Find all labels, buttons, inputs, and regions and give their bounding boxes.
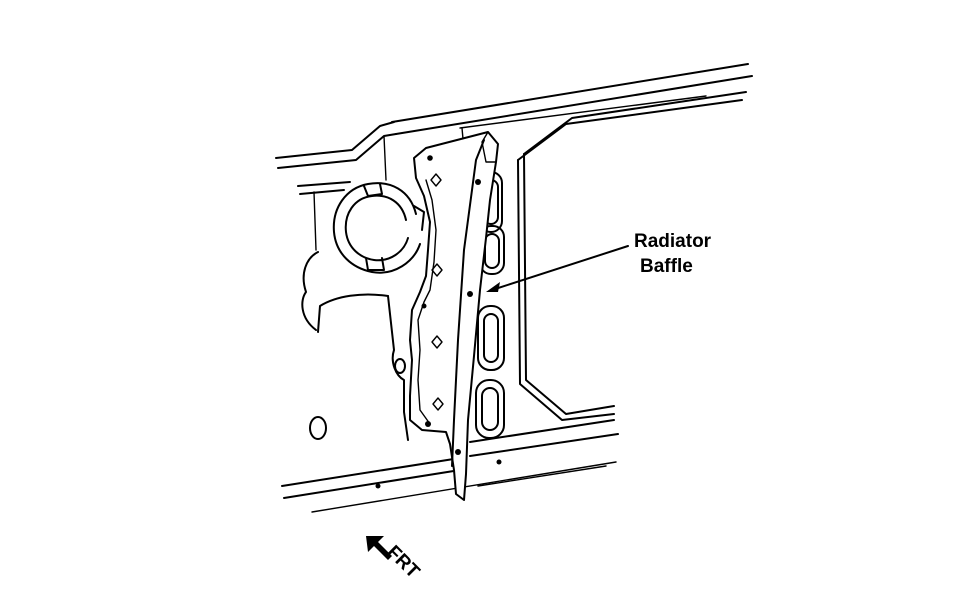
callout-arrowhead-icon xyxy=(486,282,500,292)
upper-support-rail xyxy=(275,63,753,181)
radiator-baffle-callout: Radiator Baffle xyxy=(486,231,712,292)
baffle-rivets xyxy=(421,155,481,455)
callout-leader-line xyxy=(491,245,629,291)
round-opening xyxy=(332,182,425,274)
front-direction-marker: FRT xyxy=(366,536,424,583)
callout-label-line2: Baffle xyxy=(640,256,693,277)
rivet-lower-left xyxy=(375,483,381,489)
front-arrow-icon xyxy=(366,536,392,560)
callout-label-line1: Radiator xyxy=(634,231,712,252)
radiator-baffle xyxy=(409,131,499,501)
rivet-lower-right xyxy=(496,459,502,465)
radiator-core-outline xyxy=(517,91,747,421)
left-support-panel xyxy=(297,181,409,441)
front-label: FRT xyxy=(382,542,423,583)
